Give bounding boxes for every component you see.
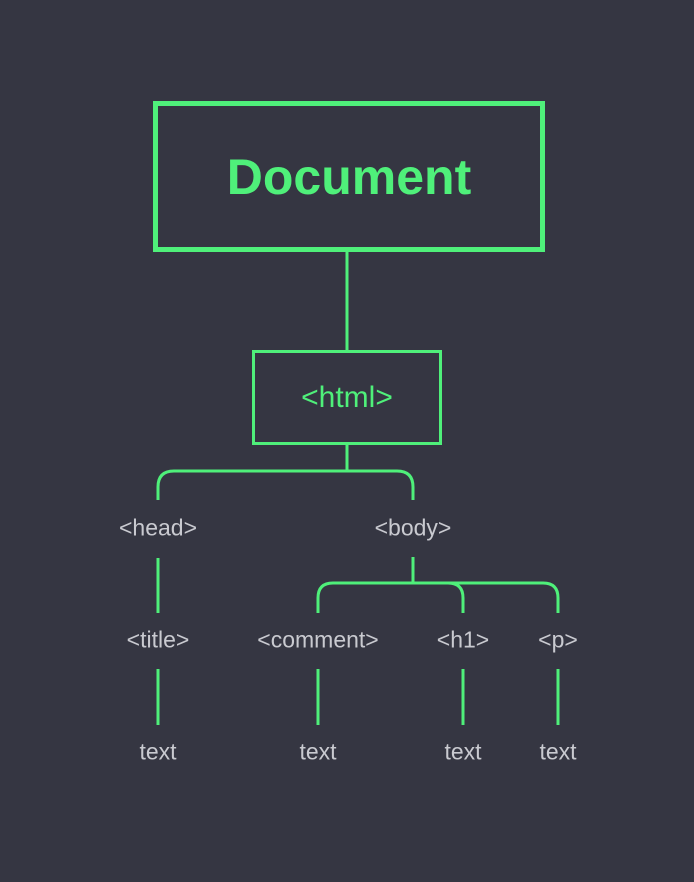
title-node: <title> <box>126 626 190 653</box>
html-node: <html> <box>252 350 442 445</box>
comment-node: <comment> <box>257 626 379 653</box>
p-node: <p> <box>538 626 578 653</box>
edge-html-children <box>156 445 415 500</box>
title-text-node: text <box>139 738 177 765</box>
edge-body-children <box>316 557 560 613</box>
h1-text-node: text <box>444 738 482 765</box>
h1-node: <h1> <box>436 626 490 653</box>
body-node: <body> <box>374 514 452 541</box>
p-text-node: text <box>539 738 577 765</box>
document-node: Document <box>153 101 545 252</box>
head-node: <head> <box>118 514 198 541</box>
comment-text-node: text <box>299 738 337 765</box>
